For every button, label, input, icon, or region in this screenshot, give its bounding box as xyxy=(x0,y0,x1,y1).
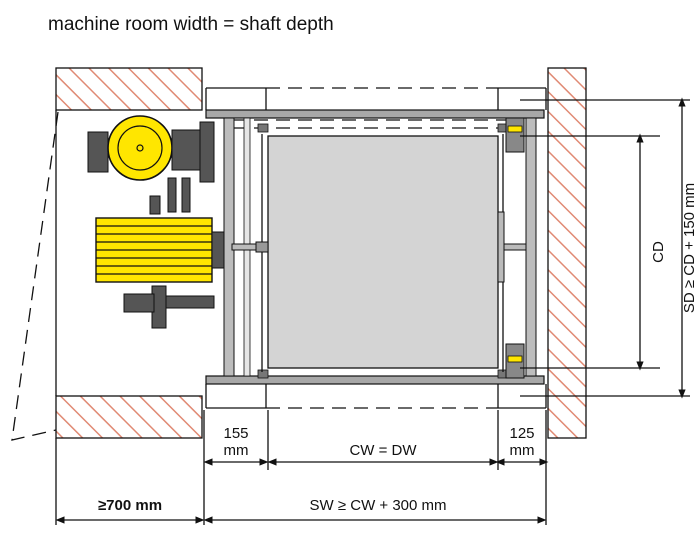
shaft-width-label: SW ≥ CW + 300 mm xyxy=(310,497,447,514)
depth-dimensions xyxy=(520,97,690,399)
guide-rails xyxy=(231,211,527,283)
diagram-title: machine room width = shaft depth xyxy=(48,14,334,35)
right-rope-details xyxy=(505,117,525,379)
car-width-label: CW = DW xyxy=(349,442,417,459)
top-left-wall xyxy=(55,67,203,111)
shaft-dashed-outline xyxy=(205,87,547,409)
machine-room-width-label: ≥700 mm xyxy=(98,497,162,514)
car-depth-label: CD xyxy=(650,241,667,263)
left-gap-value: 155 xyxy=(223,425,248,442)
rope-drum xyxy=(95,217,225,283)
elevator-car xyxy=(267,135,499,369)
right-gap-value: 125 xyxy=(509,425,534,442)
bottom-left-wall xyxy=(55,395,203,439)
right-gap-unit: mm xyxy=(510,442,535,459)
shaft-depth-label: SD ≥ CD + 150 mm xyxy=(681,183,698,313)
shaft-walls xyxy=(55,67,587,439)
left-gap-unit: mm xyxy=(224,442,249,459)
machine-motor xyxy=(87,115,215,215)
right-wall xyxy=(547,67,587,439)
machine-bracket xyxy=(123,285,215,329)
door-swing-dashed xyxy=(11,111,59,441)
